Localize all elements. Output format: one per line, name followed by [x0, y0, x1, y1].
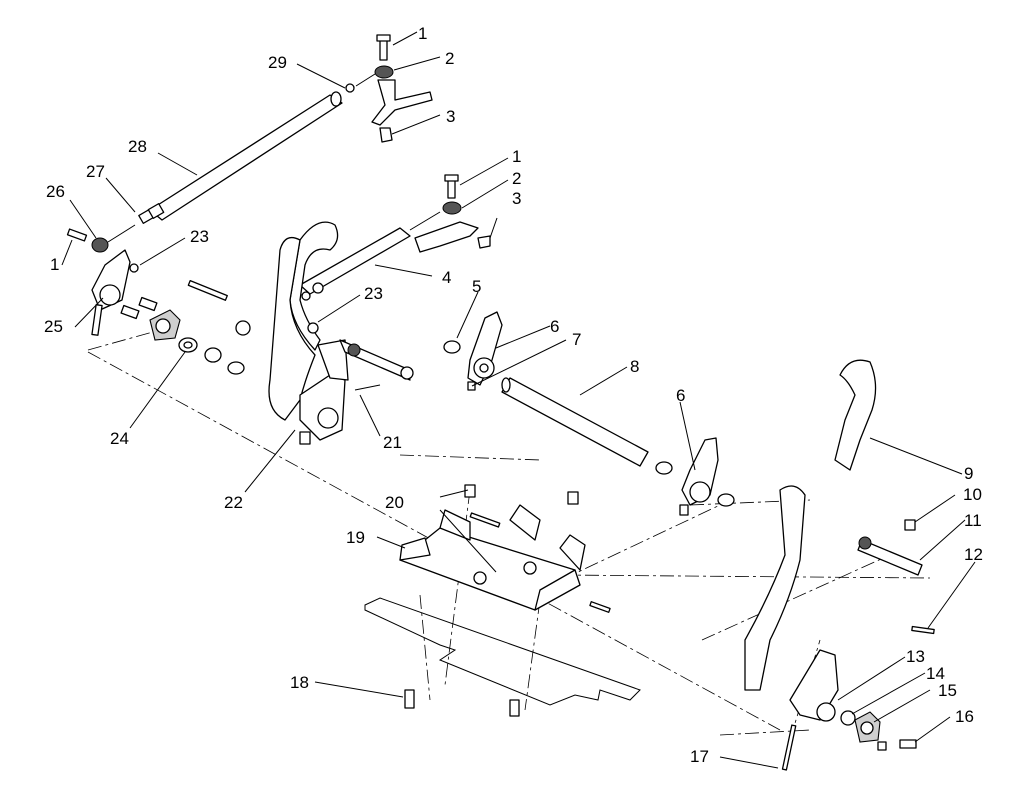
callout-9: 9: [964, 464, 973, 483]
nut-23-mid: [307, 322, 319, 334]
callout-11: 11: [964, 511, 982, 530]
rod-end-2-mid: [442, 201, 462, 215]
upper-linkage: [345, 34, 433, 143]
callout-5: 5: [472, 277, 481, 296]
callout-23: 23: [190, 227, 209, 246]
callout-23: 23: [364, 284, 383, 303]
callout-27: 27: [86, 162, 105, 181]
callout-8: 8: [630, 357, 639, 376]
bearing-set-24: [120, 296, 245, 375]
callout-16: 16: [955, 707, 974, 726]
callout-25: 25: [44, 317, 63, 336]
floor-plate: [364, 597, 641, 706]
right-lever-9-lower: [744, 485, 917, 771]
bolt-1-top-head: [376, 34, 391, 42]
callout-14: 14: [926, 664, 945, 683]
nut-3-mid: [477, 235, 491, 249]
rod-end-2-top: [374, 65, 394, 79]
rod-28: [138, 91, 343, 224]
callout-7: 7: [572, 330, 581, 349]
bracket-top: [371, 79, 433, 126]
callout-6: 6: [550, 317, 559, 336]
callout-22: 22: [224, 493, 243, 512]
callout-1: 1: [50, 255, 59, 274]
arm-6-upper: [443, 311, 503, 391]
callout-3: 3: [512, 189, 521, 208]
callout-28: 28: [128, 137, 147, 156]
spring-11: [857, 519, 935, 635]
rod-4: [299, 227, 411, 295]
callout-24: 24: [110, 429, 129, 448]
left-lever-22: [187, 221, 349, 445]
callout-13: 13: [906, 647, 925, 666]
bolts-18: [404, 689, 520, 717]
right-lever-9-upper: [834, 359, 877, 471]
callout-17: 17: [690, 747, 709, 766]
callout-2: 2: [512, 169, 521, 188]
bracket-mid: [414, 221, 479, 253]
callout-20: 20: [385, 493, 404, 512]
callout-1: 1: [512, 147, 521, 166]
callout-26: 26: [46, 182, 65, 201]
callout-18: 18: [290, 673, 309, 692]
callout-4: 4: [442, 268, 451, 287]
shaft-8: [501, 377, 735, 507]
callout-6: 6: [676, 386, 685, 405]
callout-29: 29: [268, 53, 287, 72]
callout-2: 2: [445, 49, 454, 68]
mount-plate-19: [399, 484, 611, 613]
callout-12: 12: [964, 545, 983, 564]
nut-29: [345, 83, 355, 93]
callout-3: 3: [446, 107, 455, 126]
leader-lines: [61, 31, 976, 769]
callout-19: 19: [346, 528, 365, 547]
callouts: 1 2 3 29 28 27 26 1 2 3 23 1 4 23 5 6 7 …: [44, 24, 983, 766]
callout-15: 15: [938, 681, 957, 700]
callout-10: 10: [963, 485, 982, 504]
callout-1: 1: [418, 24, 427, 43]
arm-6-lower: [679, 437, 719, 516]
rod-end-26: [91, 237, 109, 253]
left-bell-crank: [66, 224, 139, 336]
nut-3-top: [379, 127, 393, 143]
nut-23-left: [129, 263, 139, 273]
callout-21: 21: [383, 433, 402, 452]
spring-21: [339, 339, 414, 391]
middle-linkage: [299, 174, 491, 301]
